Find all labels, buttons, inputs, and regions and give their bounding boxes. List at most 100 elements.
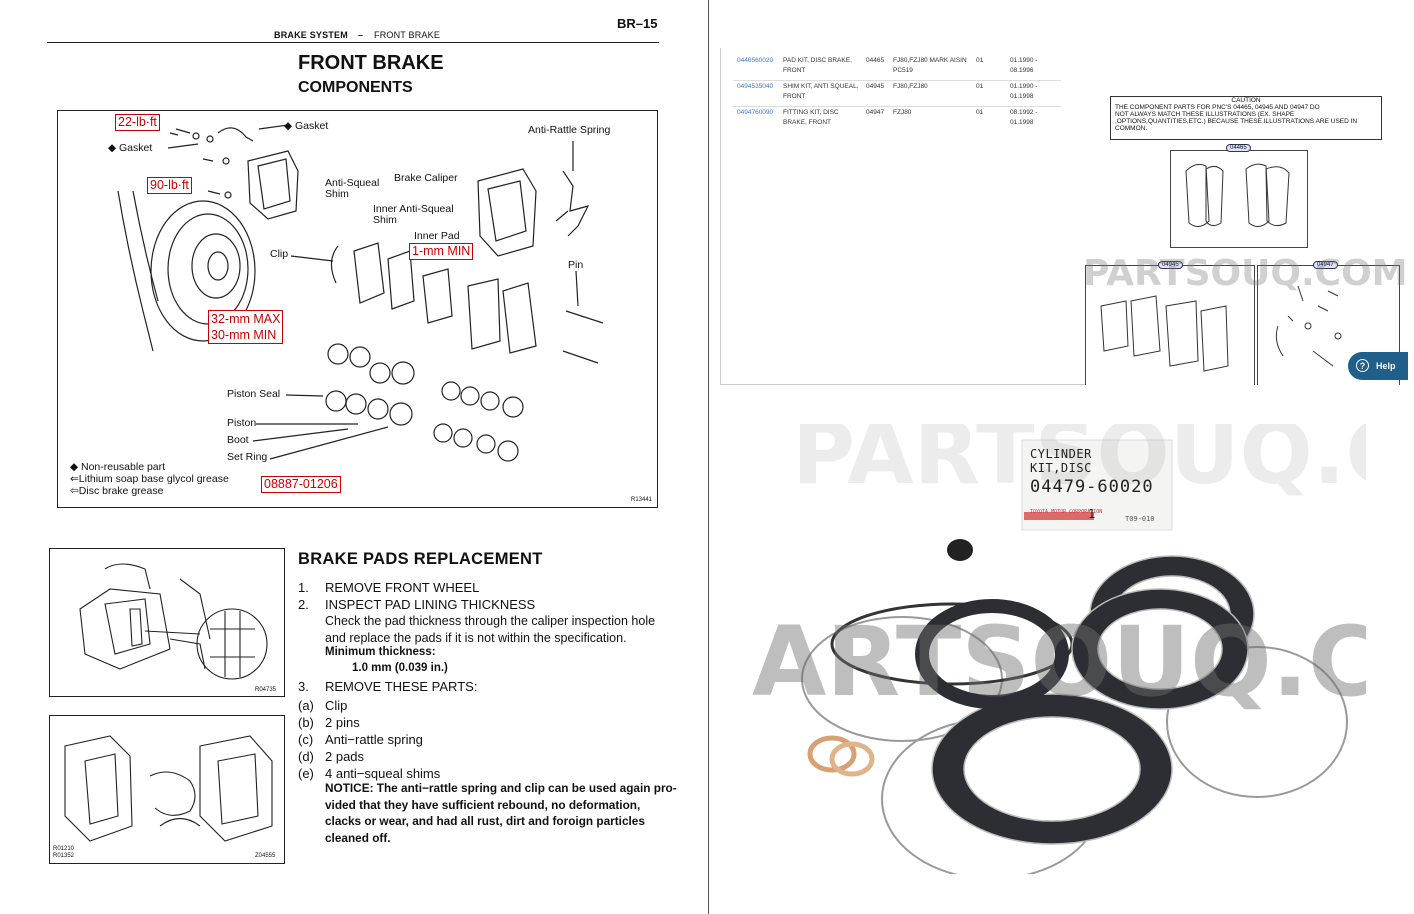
annotation-torque-22: 22-lb·ft: [115, 114, 160, 131]
min-thickness-value: 1.0 mm (0.039 in.): [352, 662, 448, 674]
header-subsection: FRONT BRAKE: [374, 30, 441, 40]
parts-cell-part_no[interactable]: 0446560020: [737, 57, 774, 64]
kit-label-name: CYLINDER KIT,DISC: [1030, 447, 1092, 475]
step-3: 3. REMOVE THESE PARTS:: [298, 679, 477, 694]
step-3-text: REMOVE THESE PARTS:: [325, 679, 478, 694]
tag-04465[interactable]: 04465: [1226, 144, 1251, 152]
parts-cell-model: FZJ80: [893, 109, 912, 116]
caution-line-1: THE COMPONENT PARTS FOR PNC'S 04465, 049…: [1115, 104, 1320, 111]
substep-e: (e)4 anti−squeal shims: [298, 766, 440, 781]
substep-d-number: (d): [298, 749, 314, 764]
annotation-rotor-thickness: 32-mm MAX 30-mm MIN: [208, 310, 284, 344]
watermark-top: PARTSOUQ.COM: [1083, 253, 1408, 294]
label-gasket-left: ◆ Gasket: [108, 142, 153, 154]
annotation-grease-part: 08887-01206: [261, 476, 341, 493]
caution-line-4: COMMON.: [1115, 125, 1148, 132]
figure-1-code: R04735: [255, 687, 277, 693]
step-3-number: 3.: [298, 679, 309, 694]
substep-b-text: 2 pins: [325, 715, 360, 730]
min-thickness-label: Minimum thickness:: [325, 646, 436, 658]
parts-row-divider: [733, 106, 1061, 107]
page-number: BR–15: [617, 16, 658, 31]
parts-cell-pnc: 04945: [866, 83, 885, 90]
kit-label-qty: 1: [1088, 507, 1096, 521]
page-subtitle: COMPONENTS: [298, 79, 413, 96]
parts-cell-name: SHIM KIT, ANTI SQUEAL,: [783, 83, 859, 90]
parts-cell-date: 01.1990 -: [1010, 83, 1038, 90]
section-title: BRAKE PADS REPLACEMENT: [298, 550, 543, 568]
legend-lithium-grease: ⇐Lithium soap base glycol grease: [70, 473, 229, 485]
notice-line-1: NOTICE: The anti−rattle spring and clip …: [325, 781, 677, 795]
kit-label-part-number: 04479-60020: [1030, 477, 1154, 497]
figure-pad-inspection: R04735: [49, 548, 285, 697]
step-1-text: REMOVE FRONT WHEEL: [325, 580, 480, 595]
tag-04945[interactable]: 04945: [1158, 261, 1183, 269]
parts-row-divider: [733, 80, 1061, 81]
kit-label: CYLINDER KIT,DISC 04479-60020 TOYOTA MOT…: [1030, 447, 1160, 523]
notice-line-4: cleaned off.: [325, 831, 391, 845]
label-anti-squeal-shim: Anti-Squeal: [325, 177, 380, 189]
step-1: 1.REMOVE FRONT WHEEL: [298, 580, 479, 595]
label-pin: Pin: [568, 259, 584, 271]
help-button[interactable]: ? Help: [1348, 352, 1408, 380]
caution-box: CAUTION THE COMPONENT PARTS FOR PNC'S 04…: [1110, 96, 1382, 140]
figure-pad-removal: R01210 R01352 Z04555: [49, 715, 285, 864]
annotation-rotor-max: 32-mm MAX: [211, 312, 281, 326]
kit-label-code: T09-010: [1125, 515, 1155, 523]
figure-2-code-3: Z04555: [255, 853, 276, 859]
figure-pad-removal-drawing: [64, 735, 273, 842]
parts-cell-part_no[interactable]: 0494535040: [737, 83, 774, 90]
parts-cell-pnc: 04465: [866, 57, 885, 64]
page-title: FRONT BRAKE: [298, 52, 444, 74]
illustration-04945[interactable]: [1085, 265, 1255, 385]
watermark-photo-top: PARTSOUQ.CO: [792, 424, 1366, 504]
substep-a: (a)Clip: [298, 698, 347, 713]
step-2-body-line-2: and replace the pads if it is not within…: [325, 631, 627, 645]
figure-2-code-1: R01210: [53, 846, 75, 852]
label-clip: Clip: [270, 248, 289, 260]
legend-non-reusable: ◆ Non-reusable part: [70, 461, 166, 473]
help-label: Help: [1376, 361, 1396, 371]
step-2-text: INSPECT PAD LINING THICKNESS: [325, 597, 536, 612]
parts-cell-part_no[interactable]: 0494760090: [737, 109, 774, 116]
header-section: BRAKE SYSTEM: [274, 30, 348, 40]
label-inner-anti-squeal: Inner Anti-Squeal: [373, 203, 454, 215]
label-inner-anti-squeal-2: Shim: [373, 214, 397, 226]
substep-a-number: (a): [298, 698, 314, 713]
product-photo: ARTSOUQ.COI PARTSOUQ.CO: [752, 424, 1366, 874]
parts-cell-model: FJ80,FZJ80: [893, 83, 928, 90]
parts-cell-name: BRAKE, FRONT: [783, 119, 832, 126]
substep-c-number: (c): [298, 732, 314, 747]
label-anti-rattle-spring: Anti-Rattle Spring: [528, 124, 611, 136]
tag-04947[interactable]: 04947: [1313, 261, 1338, 269]
parts-cell-model: FJ80,FZJ80 MARK AISIN: [893, 57, 967, 64]
illustration-04465[interactable]: [1170, 150, 1308, 248]
parts-cell-name: PAD KIT, DISC BRAKE,: [783, 57, 852, 64]
label-set-ring: Set Ring: [227, 451, 268, 463]
parts-cell-name: FRONT: [783, 93, 806, 100]
figure-2-code-2: R01352: [53, 853, 75, 859]
label-piston: Piston: [227, 417, 257, 429]
notice-line-3: clacks or wear, and had all rust, dirt a…: [325, 814, 645, 828]
components-diagram: ◆ Gasket ◆ Gasket Anti-Rattle Spring Ant…: [57, 110, 658, 508]
notice-line-2: vided that they have sufficient rebound,…: [325, 798, 641, 812]
parts-cell-date: 08.1992 -: [1010, 109, 1038, 116]
annotation-torque-90: 90-lb·ft: [147, 177, 192, 194]
panel-border-bottom: [720, 384, 1085, 385]
question-icon: ?: [1356, 359, 1369, 372]
header-dash: –: [358, 30, 364, 40]
page-divider: [708, 0, 709, 914]
label-gasket-right: ◆ Gasket: [284, 120, 329, 132]
watermark-photo: ARTSOUQ.COI: [752, 606, 1366, 718]
parts-cell-model: PC519: [893, 67, 913, 74]
parts-cell-date: 01.1998: [1010, 119, 1034, 126]
illustration-04945-drawing: [1100, 295, 1229, 372]
label-boot: Boot: [227, 434, 249, 446]
parts-cell-qty: 01: [976, 109, 984, 116]
illustration-04947[interactable]: [1257, 265, 1400, 385]
substep-c: (c)Anti−rattle spring: [298, 732, 423, 747]
parts-cell-qty: 01: [976, 57, 984, 64]
label-brake-caliper: Brake Caliper: [394, 172, 458, 184]
substep-d-text: 2 pads: [325, 749, 365, 764]
parts-cell-date: 01.1990 -: [1010, 57, 1038, 64]
